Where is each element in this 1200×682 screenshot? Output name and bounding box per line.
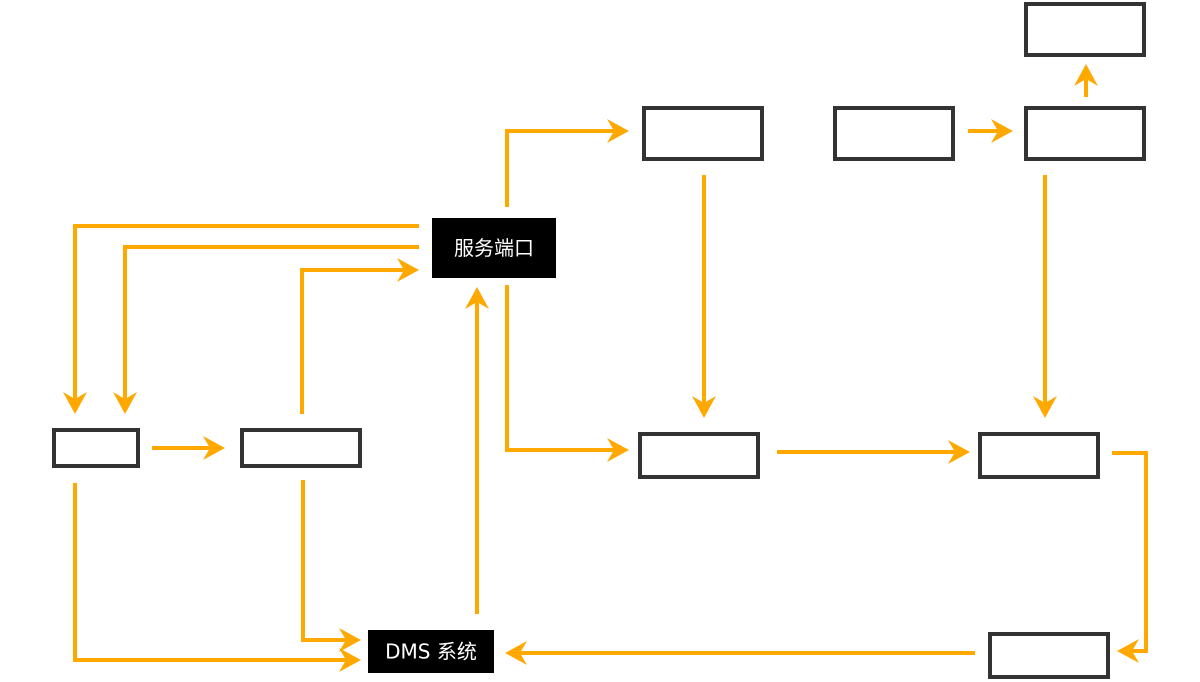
arrowhead-icon (113, 392, 137, 414)
edge-line (300, 268, 411, 414)
arrowhead-icon (607, 438, 629, 462)
arrowhead-icon (607, 119, 629, 143)
edge-line (505, 129, 621, 207)
node-box (642, 106, 764, 161)
edge-line (1112, 451, 1148, 653)
edge-service-port-to-box-mid-center (505, 285, 629, 462)
edge-box-left-small-to-dms-system (73, 483, 361, 672)
node-box (432, 218, 556, 278)
edge-box-top-right-left-to-box-top-right (968, 119, 1013, 143)
edge-box-left-mid-to-service-port (300, 258, 419, 414)
edge-line (73, 224, 419, 406)
edge-box-top-right-to-box-top-right-upper (1074, 64, 1098, 97)
node-box-top-center (642, 106, 764, 161)
arrowhead-icon (505, 641, 527, 665)
node-box (833, 106, 955, 161)
edge-box-bottom-right-to-dms-system (505, 641, 975, 665)
arrowhead-icon (339, 628, 361, 652)
edge-line (505, 285, 621, 452)
arrowhead-icon (1074, 64, 1098, 86)
node-box-left-small (52, 428, 140, 468)
arrowhead-icon (397, 258, 419, 282)
arrowhead-icon (1117, 639, 1139, 663)
node-box (978, 432, 1100, 479)
arrowhead-icon (63, 392, 87, 414)
node-dms-system: DMS 系统 (368, 630, 494, 673)
node-box (1024, 106, 1146, 161)
edge-box-top-center-to-box-mid-center (692, 175, 716, 418)
edge-box-top-right-to-box-mid-right (1033, 175, 1057, 418)
arrowhead-icon (203, 436, 225, 460)
node-box-left-mid (240, 428, 362, 468)
node-box (240, 428, 362, 468)
node-box (1024, 2, 1146, 57)
node-box (52, 428, 140, 468)
edge-service-port-to-box-left-small (113, 245, 419, 414)
node-box-mid-center (638, 432, 760, 479)
edge-line (123, 245, 419, 406)
node-box-top-right-left (833, 106, 955, 161)
edge-box-mid-right-to-box-bottom-right (1112, 451, 1148, 663)
node-box-top-right-upper (1024, 2, 1146, 57)
nodes-layer: 服务端口 DMS 系统 (52, 2, 1146, 679)
arrowhead-icon (339, 648, 361, 672)
arrowhead-icon (1033, 396, 1057, 418)
edge-box-left-mid-to-dms-system (301, 480, 361, 652)
node-box (368, 630, 494, 673)
node-box-bottom-right (988, 632, 1110, 679)
edge-line (301, 480, 353, 642)
edge-box-left-small-to-box-left-mid (152, 436, 225, 460)
node-box (988, 632, 1110, 679)
node-label-text: DMS 系统 (385, 640, 477, 664)
node-box-top-right (1024, 106, 1146, 161)
edge-dms-system-to-service-port (465, 287, 489, 614)
node-service-port: 服务端口 (432, 218, 556, 278)
node-box-mid-right (978, 432, 1100, 479)
arrowhead-icon (692, 396, 716, 418)
edge-service-port-to-box-top-center (505, 119, 629, 207)
edge-box-mid-center-to-box-mid-right (777, 440, 970, 464)
edge-service-port-to-box-left-small (63, 224, 419, 414)
node-box (638, 432, 760, 479)
edges-layer (63, 64, 1148, 672)
arrowhead-icon (465, 287, 489, 309)
edge-line (73, 483, 353, 662)
arrowhead-icon (948, 440, 970, 464)
arrowhead-icon (991, 119, 1013, 143)
node-label-text: 服务端口 (454, 236, 534, 260)
